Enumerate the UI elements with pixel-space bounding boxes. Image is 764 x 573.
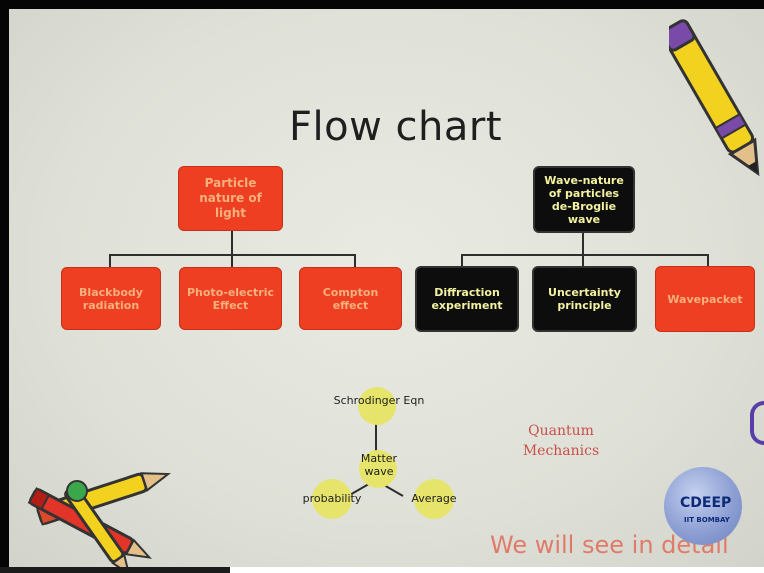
cdeep-logo: CDEEP IIT BOMBAY bbox=[664, 467, 742, 545]
logo-name: CDEEP bbox=[680, 495, 732, 511]
uncertainty-principle-label: Uncertainty principle bbox=[548, 286, 621, 312]
matter-wave-circle bbox=[359, 450, 397, 488]
particle-nature-box: Particle nature of light bbox=[178, 166, 283, 231]
connector bbox=[231, 231, 233, 255]
crayons-clipart-icon bbox=[27, 472, 171, 567]
connector bbox=[582, 233, 584, 255]
connector bbox=[707, 254, 709, 268]
wavepacket-label: Wavepacket bbox=[667, 292, 743, 306]
quantum-mechanics-label: Quantum Mechanics bbox=[522, 423, 600, 459]
schrodinger-circle bbox=[358, 387, 396, 425]
wavepacket-box: Wavepacket bbox=[655, 266, 755, 332]
compton-effect-box: Compton effect bbox=[299, 267, 402, 330]
connector bbox=[461, 254, 709, 256]
diffraction-experiment-label: Diffraction experiment bbox=[431, 286, 503, 312]
blackbody-radiation-box: Blackbody radiation bbox=[61, 267, 161, 330]
connector bbox=[231, 254, 233, 268]
average-label: Average bbox=[411, 492, 457, 505]
slide: Flow chart Particle nature of light Wave… bbox=[9, 9, 764, 567]
wave-nature-label: Wave-nature of particles de-Broglie wave bbox=[544, 173, 624, 226]
connector bbox=[582, 254, 584, 268]
diffraction-experiment-box: Diffraction experiment bbox=[415, 266, 519, 332]
schrodinger-label: Schrodinger Eqn bbox=[333, 394, 425, 407]
partial-shape-right bbox=[750, 401, 764, 445]
uncertainty-principle-box: Uncertainty principle bbox=[532, 266, 637, 332]
compton-effect-label: Compton effect bbox=[322, 285, 379, 312]
logo-sub: IIT BOMBAY bbox=[684, 516, 730, 524]
particle-nature-label: Particle nature of light bbox=[199, 176, 262, 220]
slide-title: Flow chart bbox=[289, 104, 503, 150]
photoelectric-effect-label: Photo-electric Effect bbox=[186, 285, 275, 312]
connector bbox=[354, 254, 356, 268]
player-progress bbox=[0, 567, 230, 573]
connector bbox=[109, 254, 111, 268]
blackbody-radiation-label: Blackbody radiation bbox=[79, 285, 143, 312]
wave-nature-box: Wave-nature of particles de-Broglie wave bbox=[533, 166, 635, 233]
probability-label: probability bbox=[302, 492, 362, 505]
cluster-connector bbox=[375, 414, 377, 454]
player-bottom-bar bbox=[0, 567, 764, 573]
photoelectric-effect-box: Photo-electric Effect bbox=[179, 267, 282, 330]
average-circle bbox=[414, 479, 454, 519]
connector bbox=[461, 254, 463, 268]
matter-wave-label: Matter wave bbox=[360, 452, 398, 478]
probability-circle bbox=[312, 479, 352, 519]
pencil-clipart-icon bbox=[669, 19, 760, 177]
